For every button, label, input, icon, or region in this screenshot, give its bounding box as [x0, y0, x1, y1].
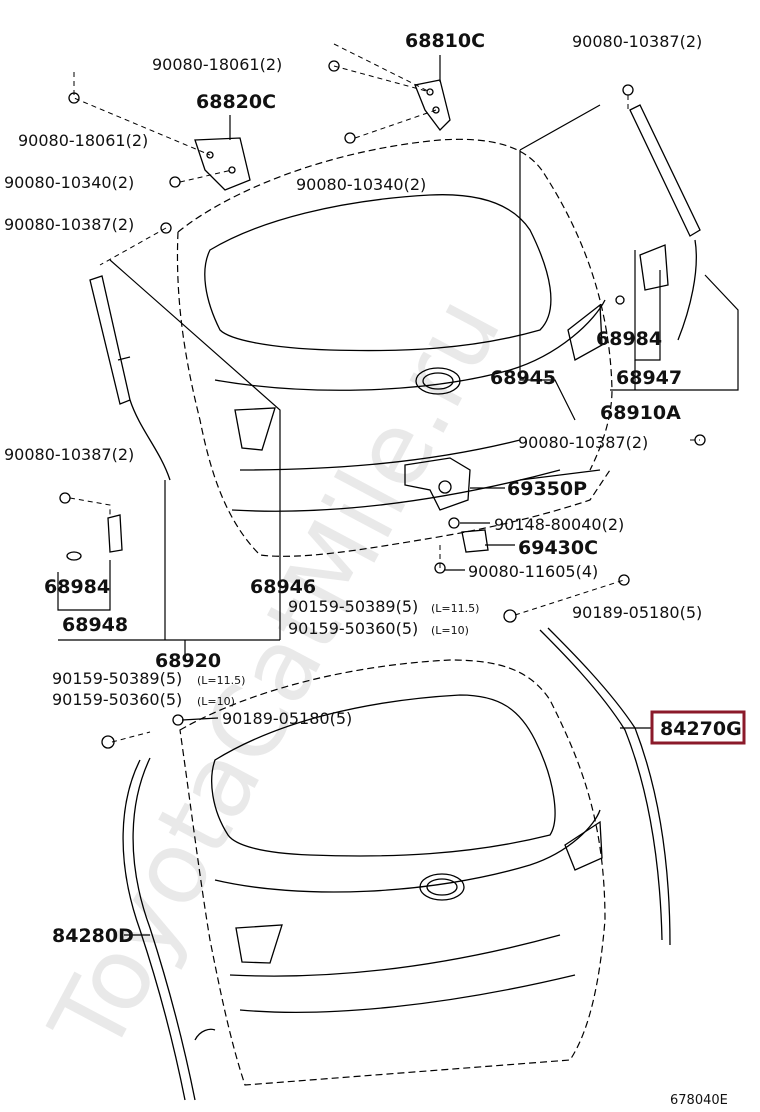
- label-90189-05180-right: 90189-05180(5): [572, 603, 702, 622]
- label-68984-left: 68984: [44, 576, 110, 598]
- label-68946: 68946: [250, 576, 316, 598]
- label-90159-50389-left-len: (L=11.5): [197, 674, 245, 687]
- label-90080-10340-left: 90080-10340(2): [4, 173, 134, 192]
- label-68948: 68948: [62, 614, 128, 636]
- label-90080-18061-top: 90080-18061(2): [152, 55, 282, 74]
- upper-back-door-drawing: [176, 138, 613, 557]
- leader-left-lower: [111, 731, 151, 743]
- label-69430C: 69430C: [518, 537, 598, 559]
- lower-back-door-drawing: [179, 659, 606, 1086]
- label-90080-10340-mid: 90080-10340(2): [296, 175, 426, 194]
- label-90080-10387-mid: 90080-10387(2): [518, 433, 648, 452]
- left-bracket-drawing: [66, 514, 123, 561]
- weatherstrip-84280D-drawing: [122, 757, 216, 1101]
- label-90080-10387-lower-left: 90080-10387(2): [4, 445, 134, 464]
- strut-left-drawing: [89, 275, 171, 481]
- strut-right-drawing: [629, 104, 701, 341]
- label-90159-50389-left: 90159-50389(5): [52, 669, 182, 688]
- label-90159-50389-right: 90159-50389(5): [288, 597, 418, 616]
- label-68945: 68945: [490, 367, 556, 389]
- label-84270G[interactable]: 84270G: [660, 718, 742, 740]
- label-68920: 68920: [155, 650, 221, 672]
- label-68910A: 68910A: [600, 402, 681, 424]
- label-90080-18061-left: 90080-18061(2): [18, 131, 148, 150]
- striker-69430C-drawing: [461, 529, 489, 553]
- label-90080-10387-left: 90080-10387(2): [4, 215, 134, 234]
- label-69350P: 69350P: [507, 478, 587, 500]
- part-labels: 68810C 90080-18061(2) 90080-10387(2) 688…: [4, 30, 702, 947]
- label-90080-10387-topright: 90080-10387(2): [572, 32, 702, 51]
- label-68820C: 68820C: [196, 91, 276, 113]
- label-90159-50360-right: 90159-50360(5): [288, 619, 418, 638]
- hinge-68810C-drawing: [414, 79, 451, 131]
- label-68984-right: 68984: [596, 328, 662, 350]
- highlight-box: [650, 710, 746, 745]
- hinge-68820C-drawing: [194, 137, 251, 191]
- label-68947: 68947: [616, 367, 682, 389]
- diagram-code: 678040E: [670, 1093, 728, 1108]
- latch-69350P-drawing: [404, 457, 471, 511]
- label-84280D: 84280D: [52, 925, 134, 947]
- leader-lines-upper: [57, 43, 739, 936]
- highlighted-part-84270G[interactable]: 84270G: [650, 710, 746, 745]
- label-90159-50360-right-len: (L=10): [431, 624, 469, 637]
- label-68810C: 68810C: [405, 30, 485, 52]
- weatherstrip-84270G-drawing: [539, 627, 671, 946]
- label-90189-05180-left: 90189-05180(5): [222, 709, 352, 728]
- label-90159-50389-right-len: (L=11.5): [431, 602, 479, 615]
- fasteners: [59, 60, 706, 749]
- label-90148-80040: 90148-80040(2): [494, 515, 624, 534]
- label-90159-50360-left-len: (L=10): [197, 695, 235, 708]
- label-90159-50360-left: 90159-50360(5): [52, 690, 182, 709]
- label-90080-11605: 90080-11605(4): [468, 562, 598, 581]
